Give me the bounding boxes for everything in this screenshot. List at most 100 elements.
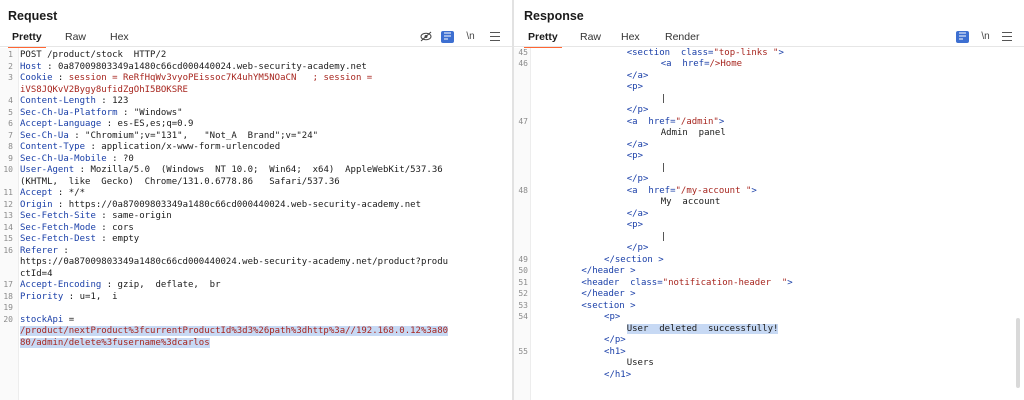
header-name: User-Agent — [20, 165, 75, 175]
line-text: </a> — [627, 71, 649, 81]
line-text: Cookie : session = ReRfHqWv3vyoPEissoc7K… — [20, 73, 372, 83]
header-name: Origin — [20, 199, 53, 210]
html-tag-rest: > — [642, 243, 649, 253]
text-node: My account — [660, 197, 721, 207]
line-number: 49 — [518, 254, 528, 264]
header-separator: : — [95, 222, 113, 233]
text-node: Users — [626, 358, 654, 368]
request-title: Request — [8, 9, 58, 23]
line-text: <header class="notification-header "> — [581, 278, 792, 288]
header-value: 123 — [112, 96, 129, 106]
line-number: 51 — [518, 277, 528, 287]
response-pane: Response Pretty Raw Hex Render \n 45<sec… — [514, 0, 1024, 400]
header-value: gzip, deflate, br — [117, 280, 221, 290]
line-text: 80/admin/delete%3fusername%3dcarlos — [20, 337, 210, 348]
line-text: Admin panel — [661, 128, 726, 138]
line-number: 7 — [8, 130, 13, 140]
header-separator: : — [95, 211, 113, 221]
html-attr-name: href= — [671, 59, 710, 69]
line-number: 54 — [518, 312, 528, 321]
newline-toggle[interactable]: \n — [466, 31, 475, 42]
header-name: Cookie — [20, 73, 53, 83]
line-number: 12 — [3, 199, 13, 209]
request-tab-raw[interactable]: Raw — [65, 31, 87, 43]
line-text: POST /product/stock HTTP/2 — [20, 50, 167, 60]
line-text: Host : 0a87009803349a1480c66cd000440024.… — [20, 62, 367, 72]
header-value: https://0a87009803349a1480c66cd000440024… — [68, 199, 421, 210]
html-attr-name: href= — [637, 185, 676, 196]
html-tag: </a — [626, 208, 643, 219]
wrap-icon[interactable] — [956, 31, 969, 43]
line-number: 19 — [3, 303, 13, 312]
html-tag: <a — [626, 185, 638, 196]
pane-splitter[interactable] — [512, 0, 514, 400]
header-value: ?0 — [122, 153, 134, 164]
continuation-text: (KHTML, like Gecko) Chrome/131.0.6778.86… — [20, 176, 340, 187]
line-number: 14 — [3, 222, 13, 232]
html-tag: <a — [660, 59, 672, 69]
request-tab-pretty[interactable]: Pretty — [8, 31, 46, 48]
response-tab-raw[interactable]: Raw — [580, 31, 602, 43]
line-number: 10 — [3, 165, 13, 174]
line-number: 9 — [8, 153, 13, 163]
response-scrollbar[interactable] — [1016, 318, 1020, 388]
text-node: | — [660, 162, 667, 173]
header-value: 0a87009803349a1480c66cd000440024.web-sec… — [57, 61, 367, 72]
html-tag: </h1 — [604, 369, 626, 380]
line-gutter — [0, 48, 19, 400]
html-attr-name: href= — [637, 116, 676, 127]
text-node: | — [660, 93, 667, 104]
line-text: | — [661, 232, 666, 242]
line-text: <p> — [627, 151, 643, 161]
line-text: <h1> — [604, 347, 626, 357]
header-value: session = ReRfHqWv3vyoPEissoc7K4uhYM5NOa… — [68, 73, 373, 83]
line-text: </header > — [581, 266, 635, 276]
html-tag: </a — [626, 70, 643, 81]
html-attr-value: "notification-header " — [662, 277, 788, 288]
html-tag: </p — [604, 335, 621, 345]
line-number: 1 — [8, 50, 13, 59]
menu-icon[interactable] — [1002, 32, 1012, 41]
header-name: Sec-Fetch-Dest — [20, 234, 96, 244]
response-tab-render[interactable]: Render — [665, 31, 700, 43]
header-value: "Windows" — [133, 107, 183, 118]
html-tag-rest: > — [625, 369, 632, 380]
html-tag: </header — [581, 289, 625, 299]
newline-toggle[interactable]: \n — [981, 31, 990, 42]
line-text: </p> — [627, 243, 649, 253]
html-tag-rest: > — [637, 151, 643, 161]
line-text: <p> — [627, 220, 643, 230]
html-tag-close: > — [778, 47, 784, 58]
header-name: Accept-Language — [20, 119, 102, 129]
line-text: Sec-Ch-Ua-Mobile : ?0 — [20, 154, 134, 164]
line-text: User-Agent : Mozilla/5.0 (Windows NT 10.… — [20, 165, 443, 175]
html-attr-value: "/my-account " — [675, 185, 752, 196]
html-tag: <header — [581, 277, 620, 288]
html-tag: <p — [626, 82, 638, 92]
line-text: <section > — [581, 301, 635, 311]
menu-icon[interactable] — [490, 32, 500, 41]
request-tab-hex[interactable]: Hex — [110, 31, 129, 43]
line-number: 52 — [518, 289, 528, 298]
response-title: Response — [524, 9, 584, 23]
response-tab-pretty[interactable]: Pretty — [524, 31, 562, 48]
line-text: Priority : u=1, i — [20, 292, 118, 302]
line-text: Accept : */* — [20, 188, 85, 198]
tab-divider — [0, 46, 512, 47]
html-tag-rest: > — [624, 266, 636, 276]
line-text: <p> — [627, 82, 643, 92]
line-number: 55 — [518, 346, 528, 356]
header-value: application/x-www-form-urlencoded — [101, 142, 281, 152]
line-text: Sec-Ch-Ua : "Chromium";v="131", "Not_A B… — [20, 131, 318, 141]
header-name: stockApi — [20, 314, 64, 325]
wrap-icon[interactable] — [441, 31, 454, 43]
html-tag: </p — [626, 105, 643, 115]
html-tag: </header — [581, 266, 625, 276]
html-tag: <a — [626, 116, 638, 127]
response-tab-hex[interactable]: Hex — [621, 31, 640, 43]
header-separator: : — [85, 142, 102, 152]
line-text: | — [661, 94, 666, 104]
line-number: 48 — [518, 185, 528, 195]
request-tabs: Pretty Raw Hex \n — [0, 28, 512, 48]
eye-slash-icon[interactable] — [419, 31, 432, 43]
